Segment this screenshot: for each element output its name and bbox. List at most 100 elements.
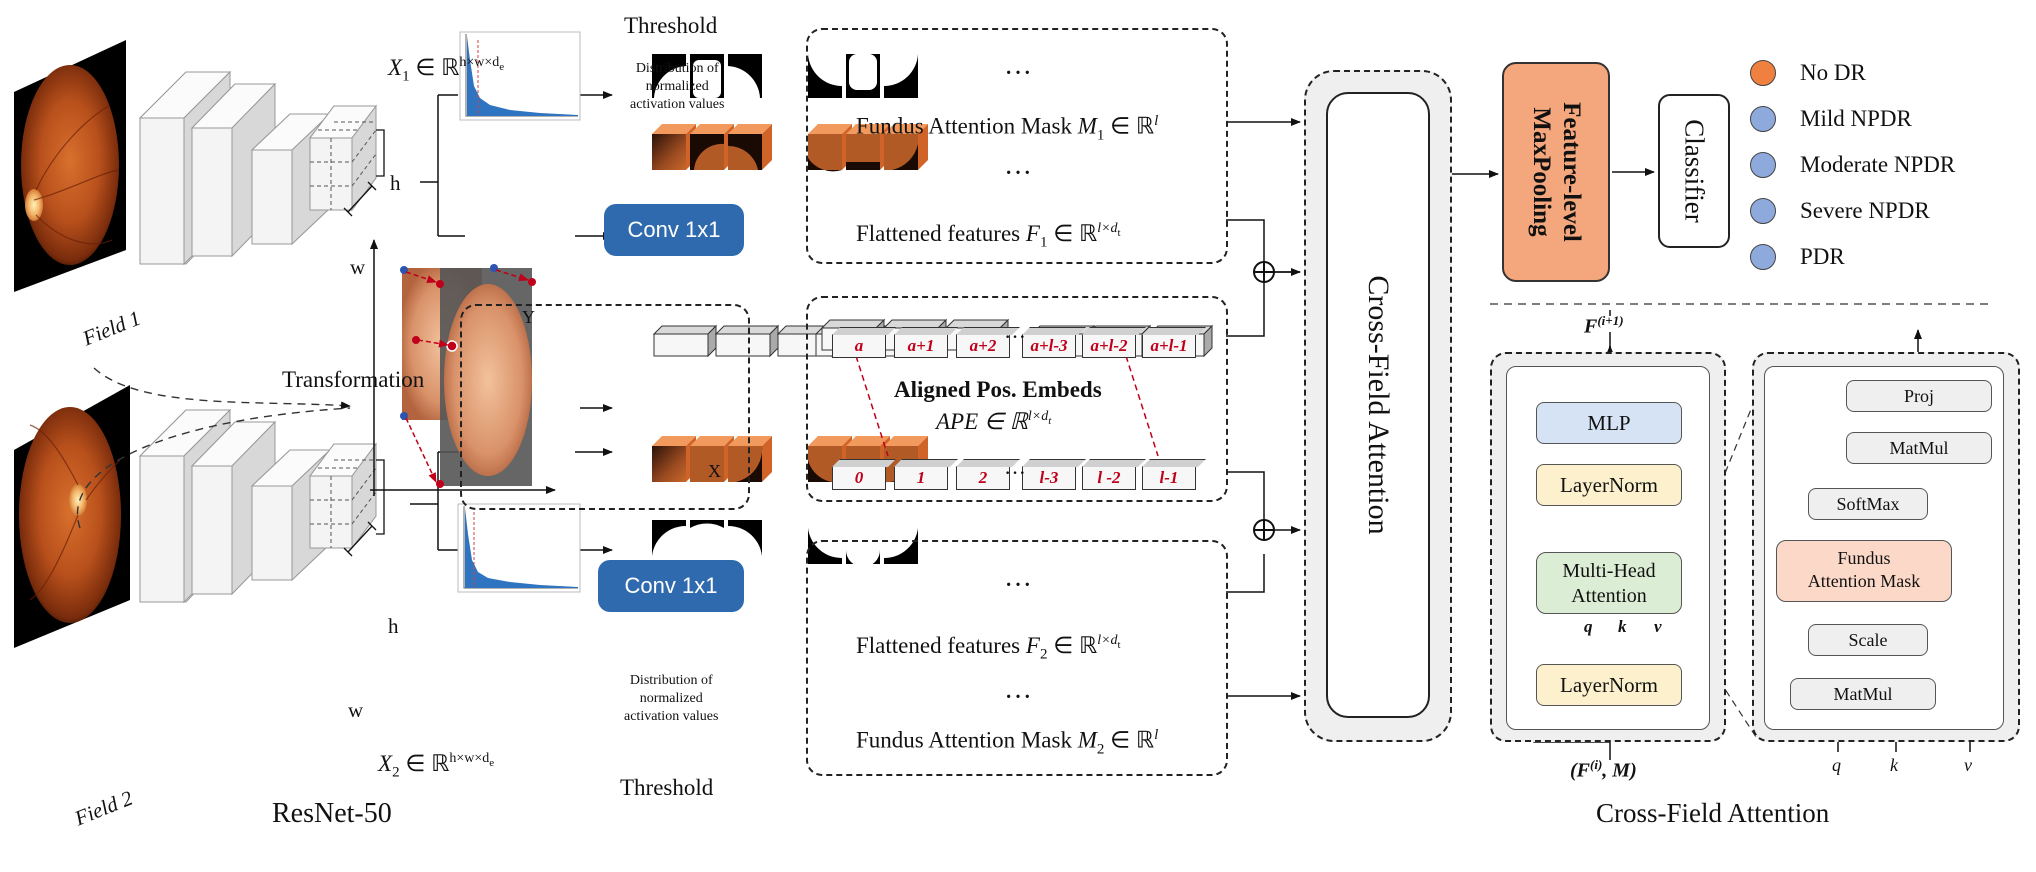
resnet-slabs-top [138,70,377,266]
cross-field-attention-block [1326,92,1430,718]
flattened-2-formula: Flattened features F2 ∈ ℝl×dt [856,633,1121,663]
block-output-label: F(i+1) [1584,313,1624,338]
mask-tiles-top [652,54,918,98]
legend-label: PDR [1800,244,1845,269]
legend-item: Moderate NPDR [1750,152,1955,178]
legend-swatch-icon [1750,198,1776,224]
threshold-label-bottom: Threshold [620,775,714,800]
legend-swatch-icon [1750,244,1776,270]
block-input-label: (F(i), M) [1570,757,1637,782]
ellipsis-mask-top: ··· [1004,58,1032,89]
height-label-bottom: h [388,614,399,638]
ellipsis-flat-top: ··· [1004,158,1032,189]
ellipsis-ape-bottom: ··· [1004,460,1026,485]
mask-tiles-bottom [651,520,919,567]
legend-item: PDR [1750,244,1845,270]
mha-k-label: k [1618,617,1627,636]
ape-top-cube-top-3 [1022,327,1086,335]
ape-top-cube-top-0 [832,327,896,335]
legend-label: Mild NPDR [1800,106,1912,131]
conv-1x1-bottom: Conv 1x1 [598,560,744,612]
ape-bottom-token-5: l-1 [1142,466,1196,490]
legend-label: Severe NPDR [1800,198,1930,223]
attention-k-label: k [1890,755,1898,775]
alignment-plot [370,239,556,496]
top-features-box [806,28,1228,264]
ape-bottom-cube-top-0 [832,459,896,467]
width-label-top: w [350,255,366,279]
cross-field-attention-vertical-label: Cross-Field Attention [1362,275,1395,535]
width-label-bottom: w [348,698,364,722]
histogram-bottom [457,503,581,593]
ape-bottom-token-3: l-3 [1022,466,1076,490]
mask-1-formula: Fundus Attention Mask M1 ∈ ℝl [856,113,1159,144]
ape-formula: APE ∈ ℝl×dt [936,409,1052,434]
ape-top-token-3: a+l-3 [1022,334,1076,358]
axis-y-label: Y [522,307,535,327]
legend-swatch-icon [1750,60,1776,86]
scale-box: Scale [1808,624,1928,656]
conv-1x1-top: Conv 1x1 [604,204,744,256]
fundus-image-field-2 [14,385,130,648]
ape-bottom-cube-top-4 [1082,459,1146,467]
ellipsis-ape-top: ··· [1004,324,1026,349]
resnet-slabs-bottom [138,408,377,604]
classifier-box [1658,94,1730,248]
feature-map-2-formula: X2 ∈ ℝh×w×de [378,751,495,781]
histogram-top [459,31,581,121]
feature-map-1-formula: X1 ∈ ℝh×w×de [388,55,505,85]
legend-label: No DR [1800,60,1866,85]
ape-bottom-token-2: 2 [956,466,1010,490]
ape-top-cube-top-5 [1142,327,1206,335]
classifier-label: Classifier [1679,119,1710,223]
ape-bottom-token-0: 0 [832,466,886,490]
ape-top-token-2: a+2 [956,334,1010,358]
legend-label: Moderate NPDR [1800,152,1956,177]
ape-bottom-token-4: l -2 [1082,466,1136,490]
matmul-top-box: MatMul [1846,432,1992,464]
ape-title: Aligned Pos. Embeds [894,377,1102,402]
mha-v-label: v [1654,617,1662,636]
ellipsis-mask-bottom: ··· [1004,682,1032,713]
legend-item: Severe NPDR [1750,198,1930,224]
ape-top-token-0: a [832,334,886,358]
ape-bottom-cube-top-1 [894,459,958,467]
mlp-box: MLP [1536,402,1682,444]
ape-top-token-1: a+1 [894,334,948,358]
ape-bottom-cube-top-3 [1022,459,1086,467]
legend-item: Mild NPDR [1750,106,1912,132]
bottom-features-box [806,540,1228,776]
ape-top-token-4: a+l-2 [1082,334,1136,358]
transformation-box [460,304,750,510]
matmul-bottom-box: MatMul [1790,678,1936,710]
layernorm-top-box: LayerNorm [1536,464,1682,506]
feature-level-maxpooling [1502,62,1610,282]
transformation-label: Transformation [282,367,425,392]
mha-q-label: q [1584,617,1593,636]
ape-top-cube-top-1 [894,327,958,335]
height-label-top: h [390,171,401,195]
legend-swatch-icon [1750,152,1776,178]
ape-bottom-cube-top-5 [1142,459,1206,467]
legend-swatch-icon [1750,106,1776,132]
attention-v-label: v [1964,755,1972,775]
ellipsis-flat-bottom: ··· [1004,570,1032,601]
mask-2-formula: Fundus Attention Mask M2 ∈ ℝl [856,727,1159,758]
ape-top-token-5: a+l-1 [1142,334,1196,358]
layernorm-bottom-box: LayerNorm [1536,664,1682,706]
backbone-label: ResNet-50 [272,798,392,829]
feature-cubes-top [652,124,928,172]
proj-box: Proj [1846,380,1992,412]
threshold-label-top: Threshold [624,13,718,38]
ape-bottom-token-1: 1 [894,466,948,490]
attention-q-label: q [1832,755,1841,775]
flattened-1-formula: Flattened features F1 ∈ ℝl×dt [856,221,1121,251]
axis-x-label: X [708,461,721,481]
softmax-box: SoftMax [1808,488,1928,520]
